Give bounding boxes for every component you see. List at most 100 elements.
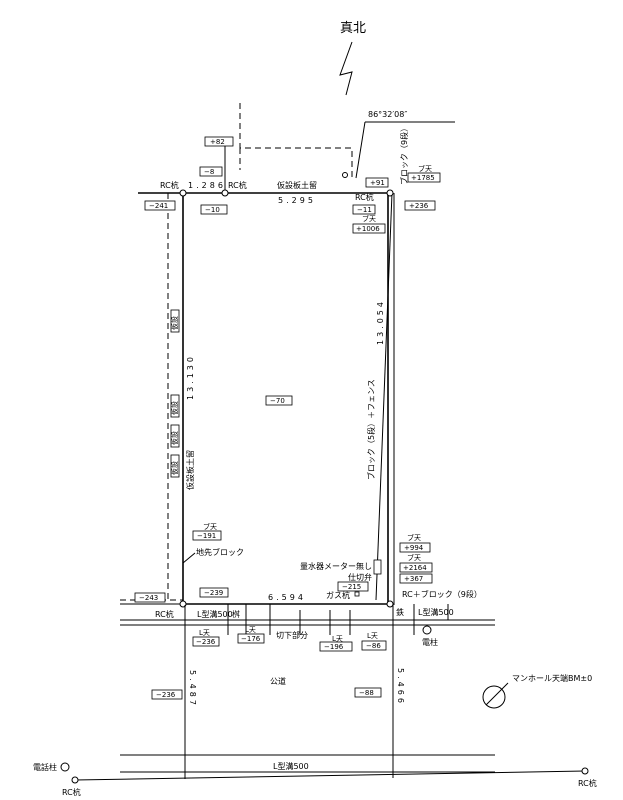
rc-pile-label-2: RC杭 bbox=[228, 180, 247, 190]
svg-text:仮設: 仮設 bbox=[170, 461, 179, 475]
tetsu-label: 鉄 bbox=[396, 607, 404, 617]
svg-text:+1785: +1785 bbox=[411, 174, 435, 182]
north-label: 真北 bbox=[340, 21, 366, 36]
svg-text:−236: −236 bbox=[196, 638, 216, 646]
svg-text:−241: −241 bbox=[149, 202, 168, 210]
svg-text:−88: −88 bbox=[359, 689, 374, 697]
svg-text:−10: −10 bbox=[205, 206, 220, 214]
gas-marker bbox=[354, 591, 360, 597]
corner-node-tl bbox=[179, 189, 187, 197]
kiri-label: 切下部分 bbox=[276, 630, 308, 640]
elev-box: +236 bbox=[404, 200, 436, 211]
l-gutter-bottom: L型溝500 bbox=[273, 761, 309, 771]
road-label: 公道 bbox=[270, 676, 286, 686]
angle-leader bbox=[355, 121, 455, 179]
svg-text:+367: +367 bbox=[404, 575, 423, 583]
elev-box: +1006 bbox=[352, 223, 386, 234]
left-dim: 13.130 bbox=[186, 354, 195, 400]
north-arrow bbox=[339, 41, 353, 96]
elev-label: L天 bbox=[332, 635, 343, 643]
right-fence-label: ブロック（5段）＋フェンス bbox=[366, 379, 376, 480]
elev-box: −191 bbox=[192, 530, 222, 541]
side-tag: 仮設 bbox=[170, 424, 180, 448]
chisaki-block-label: 地先ブロック bbox=[196, 547, 244, 557]
elev-box: −196 bbox=[319, 641, 353, 652]
svg-text:+82: +82 bbox=[210, 138, 225, 146]
elev-box: +2164 bbox=[399, 562, 433, 573]
rc-pile-node-bl bbox=[71, 776, 79, 784]
elev-box: −88 bbox=[354, 687, 382, 698]
svg-text:−70: −70 bbox=[270, 397, 285, 405]
elev-box: +1785 bbox=[407, 172, 441, 183]
svg-text:−243: −243 bbox=[139, 594, 158, 602]
elev-box: −70 bbox=[265, 395, 293, 406]
valve-label: 仕切弁 bbox=[348, 572, 372, 582]
elev-box: −176 bbox=[237, 633, 265, 644]
rc-pile-bottom-left-label: RC杭 bbox=[62, 787, 81, 797]
chisaki-leader bbox=[182, 552, 196, 564]
elev-box: +994 bbox=[399, 542, 431, 553]
elev-box: −10 bbox=[200, 204, 228, 215]
svg-text:+91: +91 bbox=[370, 179, 385, 187]
side-tag: 仮設 bbox=[170, 454, 180, 478]
rc-pile-label-1: RC杭 bbox=[160, 180, 179, 190]
masu-label: 桝 bbox=[232, 609, 240, 619]
elev-box: −241 bbox=[144, 200, 176, 211]
svg-text:+994: +994 bbox=[404, 544, 424, 552]
elev-box: +82 bbox=[204, 136, 234, 147]
svg-text:−191: −191 bbox=[197, 532, 216, 540]
left-fence-label: 仮設板土留 bbox=[185, 450, 195, 490]
svg-text:+2164: +2164 bbox=[403, 564, 427, 572]
side-tag: 仮設 bbox=[170, 394, 180, 418]
elev-label: ブ天 bbox=[203, 522, 217, 531]
phone-pole-label: 電話柱 bbox=[33, 762, 57, 772]
svg-text:+1006: +1006 bbox=[356, 225, 380, 233]
manhole-label: マンホール天端BM±0 bbox=[512, 673, 592, 683]
elev-box: −11 bbox=[352, 204, 376, 215]
elev-box: +367 bbox=[399, 573, 433, 584]
svg-text:−86: −86 bbox=[366, 642, 381, 650]
elev-box: −236 bbox=[192, 636, 220, 647]
gutter-ticks bbox=[227, 604, 449, 635]
elev-box: −8 bbox=[199, 166, 223, 177]
meter-box bbox=[373, 559, 382, 575]
svg-text:−11: −11 bbox=[357, 206, 372, 214]
svg-text:−8: −8 bbox=[204, 168, 214, 176]
manhole-marker bbox=[482, 685, 506, 709]
baseline bbox=[74, 770, 586, 781]
rc-pile-bottom-left: RC杭 bbox=[155, 609, 174, 619]
svg-text:+236: +236 bbox=[409, 202, 429, 210]
corner-node-br bbox=[386, 600, 394, 608]
phone-pole-marker bbox=[60, 762, 70, 772]
dim-top-left: 1.286 bbox=[188, 181, 226, 190]
dim-top: 5.295 bbox=[278, 196, 316, 205]
corner-node-tr bbox=[386, 189, 394, 197]
right-dim: 13.054 bbox=[376, 299, 385, 345]
right-boundary-inner2 bbox=[375, 192, 393, 601]
road-dim-right: 5.466 bbox=[396, 668, 405, 706]
svg-text:仮設: 仮設 bbox=[170, 401, 179, 415]
svg-text:仮設: 仮設 bbox=[170, 431, 179, 445]
elev-label: ブ天 bbox=[418, 164, 432, 173]
svg-text:−215: −215 bbox=[342, 583, 361, 591]
elev-box: −243 bbox=[134, 592, 166, 603]
elev-label: ブ天 bbox=[362, 214, 376, 223]
svg-text:−239: −239 bbox=[204, 589, 223, 597]
gas-label: ガス杭 bbox=[326, 590, 350, 600]
elev-label: L天 bbox=[245, 626, 256, 634]
elev-box: +91 bbox=[365, 177, 389, 188]
l-gutter-right: L型溝500 bbox=[418, 607, 454, 617]
elev-box: −86 bbox=[361, 640, 387, 651]
svg-text:仮設: 仮設 bbox=[170, 316, 179, 330]
neighbor-dashed bbox=[239, 103, 353, 178]
rc-pile-bottom-right-label: RC杭 bbox=[578, 778, 597, 788]
elev-label: L天 bbox=[367, 632, 378, 640]
elev-label: ブ天 bbox=[407, 553, 421, 562]
elev-box: −239 bbox=[199, 587, 229, 598]
elev-label: ブ天 bbox=[407, 533, 421, 542]
side-tag: 仮設 bbox=[170, 309, 180, 333]
angle-label: 86°32′08″ bbox=[368, 110, 407, 119]
elev-box: −215 bbox=[337, 581, 369, 592]
fence-top-label: 仮設板土留 bbox=[277, 180, 317, 190]
svg-text:−236: −236 bbox=[156, 691, 176, 699]
